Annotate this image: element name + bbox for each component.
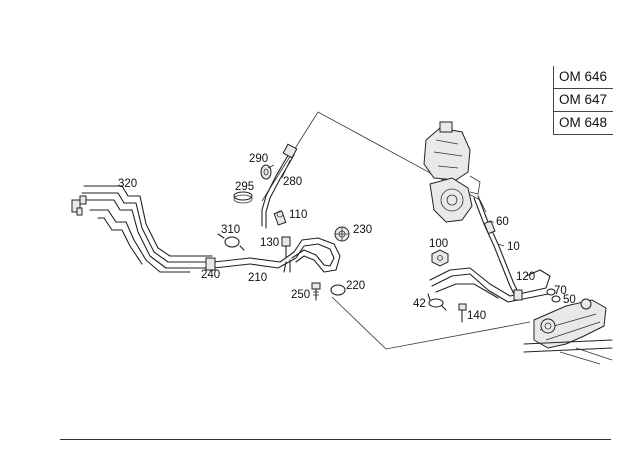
label-leaders [267,159,505,247]
hose-segment-280 [261,143,298,229]
part-label-50: 50 [563,294,576,306]
fitting-icon [71,199,81,213]
part-label-310: 310 [221,224,240,236]
o-ring-50 [551,295,561,303]
part-label-320: 320 [118,178,137,190]
footer-divider [60,439,611,440]
part-label-240: 240 [201,269,220,281]
feed-hose-assembly [429,267,551,303]
part-label-230: 230 [353,224,372,236]
clamp-42 [427,293,447,311]
part-label-70: 70 [554,285,567,297]
assembly-leader-line-lower [331,296,531,350]
pressure-hose-10 [473,195,521,299]
engine-variant-row: OM 648 [554,111,613,134]
part-label-10: 10 [507,241,520,253]
clamp-310 [217,233,245,251]
fitting-icon [76,207,83,216]
clamp-295 [233,191,253,204]
bolt-140 [458,303,467,323]
bolt-130 [281,236,291,259]
part-label-220: 220 [346,280,365,292]
part-label-130: 130 [260,237,279,249]
part-label-280: 280 [283,176,302,188]
return-hose-210 [205,237,341,273]
seal-ring-290 [260,164,272,180]
part-label-290: 290 [249,153,268,165]
engine-variant-row: OM 647 [554,88,613,111]
part-label-100: 100 [429,238,448,250]
o-ring-70 [546,288,556,296]
part-label-210: 210 [248,272,267,284]
part-label-42: 42 [413,298,426,310]
hose-end-fitting-icon [282,143,298,159]
part-label-250: 250 [291,289,310,301]
banjo-fitting-110 [273,210,287,226]
o-ring-220 [330,284,346,296]
hard-line-bundle-320 [71,185,213,273]
part-label-140: 140 [467,310,486,322]
steering-gear [523,298,613,365]
bolt-250 [311,282,321,301]
engine-variant-row: OM 646 [559,69,608,84]
hose-end-fitting-icon [205,257,216,271]
part-label-295: 295 [235,181,254,193]
part-label-60: 60 [496,216,509,228]
fitting-icon [79,195,87,205]
part-label-120: 120 [516,271,535,283]
bearing-230 [334,226,350,242]
hose-end-fitting-icon [483,220,496,235]
engine-variant-table: OM 646 OM 647 OM 648 [553,66,613,135]
nut-100 [431,249,449,267]
hose-end-fitting-icon [513,289,523,301]
reservoir-pump-assembly [423,121,481,223]
part-label-110: 110 [289,209,307,221]
